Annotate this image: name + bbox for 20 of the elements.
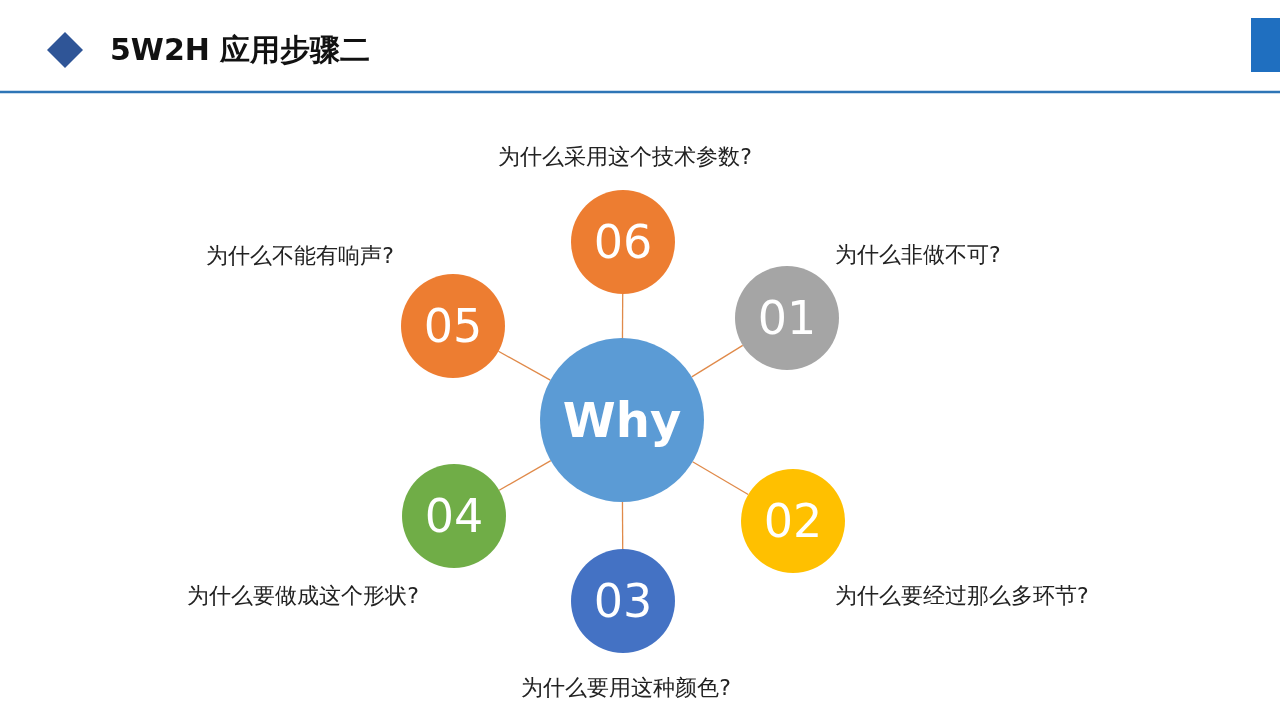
- connector-line: [621, 501, 624, 550]
- number-circle: 06: [571, 190, 675, 294]
- question-text: 为什么要经过那么多环节?: [835, 582, 1089, 610]
- number-circle: 01: [735, 266, 839, 370]
- number-circle: 02: [741, 469, 845, 573]
- connector-line: [498, 460, 552, 491]
- connector-line: [691, 344, 744, 378]
- center-circle: Why: [540, 338, 704, 502]
- question-text: 为什么采用这个技术参数?: [498, 143, 752, 171]
- question-text: 为什么非做不可?: [835, 241, 1001, 269]
- question-text: 为什么要用这种颜色?: [521, 674, 731, 702]
- number-circle: 03: [571, 549, 675, 653]
- number-circle: 05: [401, 274, 505, 378]
- connector-line: [691, 461, 749, 496]
- connector-line: [621, 293, 624, 339]
- question-text: 为什么要做成这个形状?: [187, 582, 419, 610]
- title: 5W2H 应用步骤二: [110, 31, 371, 69]
- question-text: 为什么不能有响声?: [206, 242, 394, 270]
- number-circle: 04: [402, 464, 506, 568]
- connector-line: [497, 350, 551, 381]
